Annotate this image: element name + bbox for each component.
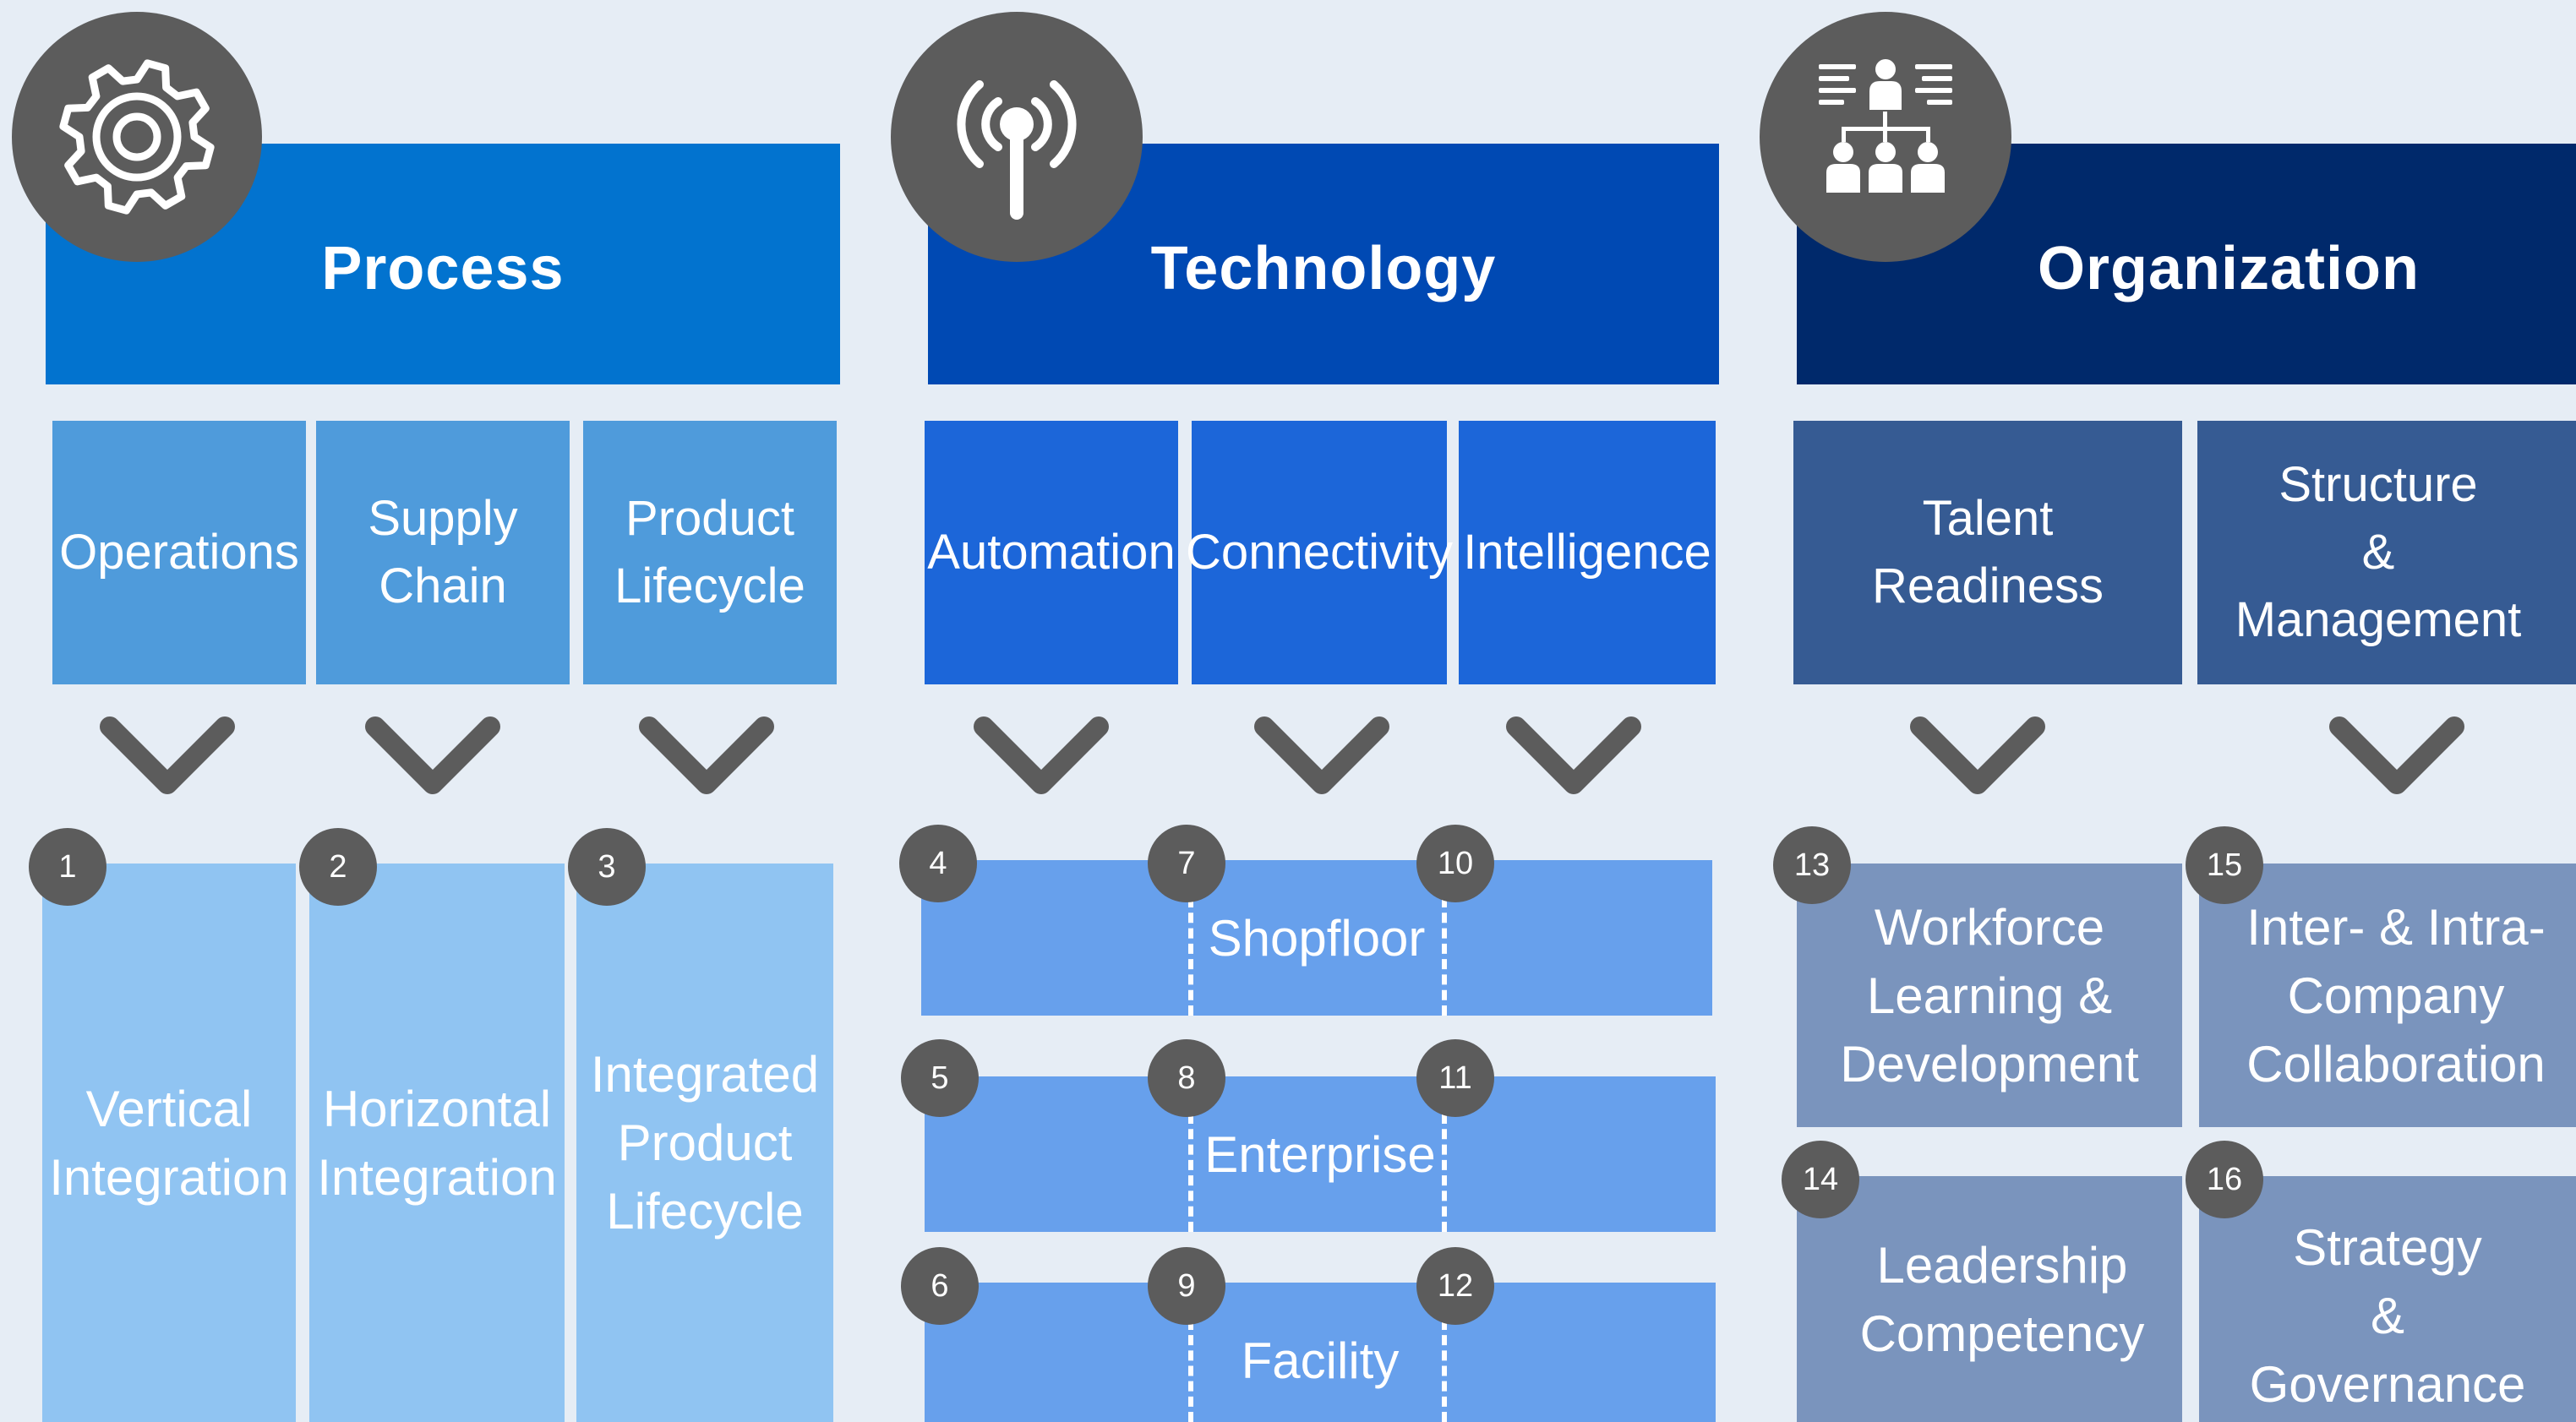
chevron-down-icon	[974, 716, 1109, 794]
outcome-label: Workforce Learning & Development	[1840, 898, 2139, 1092]
outcome-label: Inter- & Intra- Company Collaboration	[2246, 898, 2546, 1092]
divider	[1188, 897, 1193, 1016]
chevron-down-icon	[365, 716, 500, 794]
technology-title: Technology	[1150, 234, 1497, 302]
divider	[1442, 897, 1447, 1016]
divider	[1188, 1114, 1193, 1232]
outcome-leadership-competency: Leadership Competency	[1797, 1176, 2182, 1422]
outcome-company-collaboration: Inter- & Intra- Company Collaboration	[2199, 864, 2576, 1127]
outcome-label: Strategy & Governance	[2249, 1219, 2526, 1413]
category-connectivity: Connectivity	[1186, 421, 1453, 684]
category-intelligence: Intelligence	[1459, 421, 1716, 684]
number-badge: 10	[1416, 825, 1494, 902]
outcome-label: Horizontal Integration	[317, 1080, 557, 1206]
category-structure-management: Structure & Management	[2197, 421, 2576, 684]
outcome-label: Leadership Competency	[1859, 1236, 2145, 1362]
gear-icon	[12, 12, 262, 262]
number-badge: 8	[1148, 1039, 1225, 1117]
divider	[1188, 1320, 1193, 1422]
row-facility: Facility	[925, 1283, 1716, 1422]
category-talent-readiness: Talent Readiness	[1793, 421, 2182, 684]
number-badge: 7	[1148, 825, 1225, 902]
category-product-lifecycle: Product Lifecycle	[583, 421, 837, 684]
number-badge: 4	[899, 825, 977, 902]
category-label: Structure & Management	[2235, 456, 2522, 648]
number-badge: 11	[1416, 1039, 1494, 1117]
row-enterprise: Enterprise	[925, 1076, 1716, 1232]
category-automation: Automation	[925, 421, 1178, 684]
category-label: Product Lifecycle	[614, 490, 805, 613]
chevron-down-icon	[1910, 716, 2045, 794]
category-label: Operations	[59, 524, 299, 580]
chevron-down-icon	[639, 716, 774, 794]
number-badge: 13	[1773, 826, 1851, 904]
category-label: Supply Chain	[368, 490, 518, 613]
number-badge: 5	[901, 1039, 979, 1117]
number-badge: 9	[1148, 1247, 1225, 1325]
category-supply-chain: Supply Chain	[316, 421, 570, 684]
category-label: Talent Readiness	[1871, 490, 2104, 613]
outcome-horizontal-integration: Horizontal Integration	[309, 864, 565, 1422]
number-badge: 2	[299, 828, 377, 906]
number-badge: 15	[2186, 826, 2263, 904]
row-label: Facility	[1241, 1332, 1400, 1389]
divider	[1442, 1114, 1447, 1232]
process-title: Process	[321, 234, 565, 302]
number-badge: 1	[29, 828, 106, 906]
number-badge: 12	[1416, 1247, 1494, 1325]
chevron-down-icon	[1506, 716, 1641, 794]
antenna-icon	[891, 12, 1143, 262]
category-operations: Operations	[52, 421, 306, 684]
organization-title: Organization	[2037, 234, 2420, 302]
outcome-vertical-integration: Vertical Integration	[42, 864, 296, 1422]
category-label: Connectivity	[1186, 524, 1453, 580]
row-label: Shopfloor	[1208, 909, 1426, 967]
divider	[1442, 1320, 1447, 1422]
outcome-label: Integrated Product Lifecycle	[590, 1046, 820, 1239]
chevron-down-icon	[2329, 716, 2464, 794]
chevron-down-icon	[100, 716, 235, 794]
outcome-label: Vertical Integration	[49, 1080, 289, 1206]
outcome-integrated-product-lifecycle: Integrated Product Lifecycle	[576, 864, 833, 1422]
outcome-workforce-learning: Workforce Learning & Development	[1797, 864, 2182, 1127]
row-shopfloor: Shopfloor	[921, 860, 1712, 1016]
number-badge: 3	[568, 828, 646, 906]
org-chart-icon	[1760, 12, 2011, 262]
number-badge: 14	[1782, 1141, 1859, 1218]
category-label: Intelligence	[1463, 524, 1711, 580]
number-badge: 16	[2186, 1141, 2263, 1218]
category-label: Automation	[927, 524, 1176, 580]
row-label: Enterprise	[1204, 1125, 1436, 1183]
number-badge: 6	[901, 1247, 979, 1325]
chevron-down-icon	[1254, 716, 1389, 794]
outcome-strategy-governance: Strategy & Governance	[2199, 1176, 2576, 1422]
